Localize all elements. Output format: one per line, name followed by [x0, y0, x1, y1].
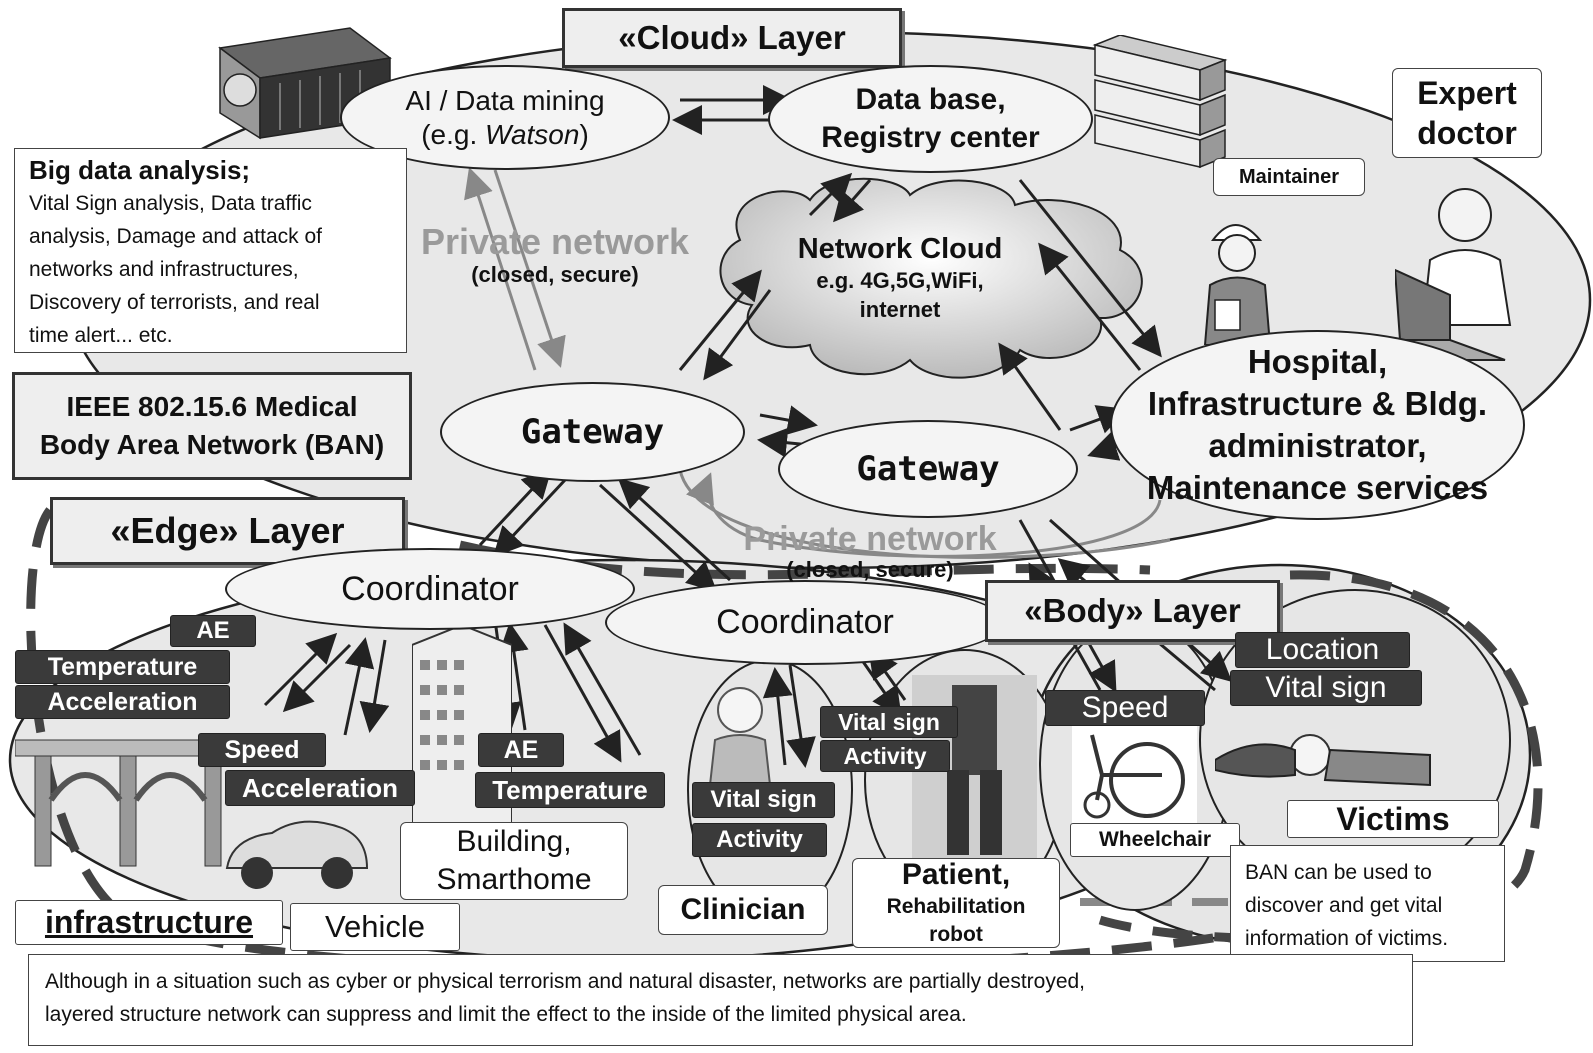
patient-line3: robot — [929, 923, 983, 946]
tag-temperature-1: Temperature — [15, 650, 230, 684]
ban-note-line2: discover and get vital — [1245, 894, 1443, 917]
footer-line1: Although in a situation such as cyber or… — [45, 970, 1086, 993]
big-data-analysis-box: Big data analysis; Vital Sign analysis, … — [14, 148, 407, 353]
big-data-line4: Discovery of terrorists, and real — [29, 291, 320, 314]
expert-doctor-label: Expert doctor — [1392, 68, 1542, 158]
hospital-line1: Hospital, — [1247, 343, 1388, 380]
ban-victims-note: BAN can be used to discover and get vita… — [1230, 845, 1505, 962]
tag-vital-sign-3: Vital sign — [1230, 670, 1422, 706]
gateway-node-2: Gateway — [778, 420, 1078, 518]
ieee-line1: IEEE 802.15.6 Medical — [66, 391, 358, 422]
building-smarthome-label: Building, Smarthome — [400, 822, 628, 900]
big-data-line3: networks and infrastructures, — [29, 258, 299, 281]
ai-line1: AI / Data mining — [405, 84, 605, 116]
patient-line1: Patient, — [901, 858, 1011, 891]
db-line1: Data base, — [855, 83, 1006, 116]
ieee-ban-box: IEEE 802.15.6 Medical Body Area Network … — [12, 372, 412, 480]
network-cloud-label: Network Cloud e.g. 4G,5G,WiFi, internet — [770, 232, 1030, 324]
building-line2: Smarthome — [436, 863, 592, 896]
child-icon — [708, 687, 772, 786]
hospital-node: Hospital, Infrastructure & Bldg. adminis… — [1110, 330, 1525, 520]
private-network-1-sub: (closed, secure) — [471, 262, 639, 287]
patient-line2: Rehabilitation — [886, 895, 1026, 918]
maintainer-label: Maintainer — [1213, 158, 1365, 196]
tag-acceleration-1: Acceleration — [15, 685, 230, 719]
cloud-layer-title: «Cloud» Layer — [562, 8, 902, 68]
worker-icon — [1203, 224, 1272, 345]
footer-line2: layered structure network can suppress a… — [45, 1003, 967, 1026]
tag-ae-1: AE — [170, 615, 256, 647]
coordinator-node-2: Coordinator — [605, 580, 1005, 665]
footer-note: Although in a situation such as cyber or… — [28, 954, 1413, 1046]
ai-data-mining-node: AI / Data mining (e.g. Watson) — [340, 65, 670, 170]
server-stack-icon — [1092, 35, 1228, 169]
supercomputer-icon — [218, 27, 392, 140]
bridge-icon — [15, 739, 240, 867]
private-network-1-title: Private network — [420, 221, 690, 262]
hospital-line3: administrator, — [1208, 427, 1427, 464]
tag-temperature-2: Temperature — [475, 772, 665, 808]
tag-location: Location — [1235, 632, 1410, 668]
tag-vital-sign-1: Vital sign — [820, 706, 958, 738]
big-data-line1: Vital Sign analysis, Data traffic — [29, 192, 312, 215]
hospital-line4: Maintenance services — [1146, 469, 1489, 506]
ban-note-line3: information of victims. — [1245, 927, 1449, 950]
wheelchair-label: Wheelchair — [1070, 823, 1240, 857]
expert-line1: Expert — [1417, 75, 1517, 111]
tag-speed-1: Speed — [198, 733, 326, 767]
database-registry-node: Data base, Registry center — [768, 65, 1093, 173]
private-network-2-sub: (closed, secure) — [786, 557, 954, 582]
doctor-icon — [1395, 188, 1512, 362]
private-network-2-title: Private network — [743, 520, 997, 558]
body-layer-title: «Body» Layer — [985, 580, 1280, 642]
building-line1: Building, — [456, 825, 572, 858]
db-line2: Registry center — [821, 121, 1040, 154]
tag-acceleration-2: Acceleration — [225, 770, 415, 806]
network-cloud-shape — [719, 177, 1143, 379]
hospital-line2: Infrastructure & Bldg. — [1147, 385, 1488, 422]
tag-activity-2: Activity — [692, 823, 827, 857]
big-data-line2: analysis, Damage and attack of — [29, 225, 322, 248]
coordinator-node-1: Coordinator — [225, 548, 635, 630]
tag-speed-2: Speed — [1045, 690, 1205, 726]
infrastructure-label: infrastructure — [15, 900, 283, 945]
patient-label: Patient, Rehabilitation robot — [852, 858, 1060, 948]
private-network-2: Private network (closed, secure) — [715, 520, 1025, 582]
tag-vital-sign-2: Vital sign — [692, 782, 835, 818]
tag-activity-1: Activity — [820, 740, 950, 772]
gateway-node-1: Gateway — [440, 382, 745, 482]
clinician-label: Clinician — [658, 885, 828, 935]
big-data-title: Big data analysis; — [29, 155, 251, 185]
tag-ae-2: AE — [478, 733, 564, 767]
vehicle-label: Vehicle — [290, 903, 460, 951]
ai-line2: (e.g. Watson) — [421, 118, 589, 150]
big-data-line5: time alert... etc. — [29, 324, 173, 347]
network-cloud-line3: internet — [859, 297, 941, 322]
expert-line2: doctor — [1417, 115, 1517, 151]
ban-note-line1: BAN can be used to — [1245, 861, 1432, 884]
ieee-line2: Body Area Network (BAN) — [39, 429, 385, 460]
victim-icon — [1215, 734, 1431, 787]
network-cloud-line2: e.g. 4G,5G,WiFi, — [816, 268, 984, 293]
car-icon — [225, 820, 369, 889]
network-cloud-title: Network Cloud — [797, 233, 1003, 265]
victims-label: Victims — [1287, 800, 1499, 838]
private-network-1: Private network (closed, secure) — [405, 222, 705, 288]
wheelchair-icon — [1072, 725, 1197, 825]
